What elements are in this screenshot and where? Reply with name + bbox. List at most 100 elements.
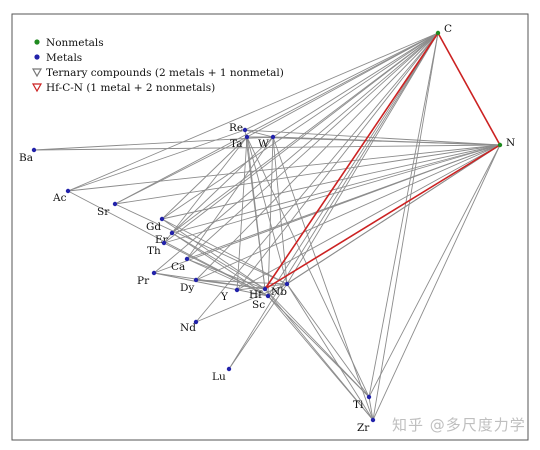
highlight-edges-layer	[264, 32, 501, 290]
edge-n-ti	[368, 144, 501, 398]
edge-pr-sc	[153, 272, 269, 297]
edge-ca-sc	[186, 258, 269, 297]
node-hf	[262, 286, 268, 292]
node-n	[497, 142, 503, 148]
edge-n-nb	[286, 144, 501, 285]
node-ac	[65, 188, 71, 194]
node-th	[161, 240, 167, 246]
legend-dot-0	[34, 39, 40, 45]
node-label-hf: Hf	[249, 289, 263, 301]
node-label-y: Y	[220, 291, 229, 303]
legend-label-3: Hf-C-N (1 metal + 2 nonmetals)	[46, 82, 215, 94]
legend-dot-1	[34, 54, 40, 60]
edge-c-ti	[368, 32, 439, 398]
node-nd	[193, 319, 199, 325]
hf-c-n-edge-hf-c	[264, 32, 439, 290]
node-label-sr: Sr	[97, 206, 110, 218]
edge-sc-ti	[267, 295, 370, 398]
legend-label-0: Nonmetals	[46, 37, 104, 49]
edge-c-dy	[195, 32, 439, 281]
node-label-pr: Pr	[137, 275, 150, 287]
edge-c-er	[171, 32, 439, 234]
edge-c-nb	[286, 32, 439, 285]
watermark-text: 知乎 @多尺度力学	[392, 416, 526, 434]
node-label-dy: Dy	[180, 282, 194, 294]
edge-gd-ta	[161, 136, 248, 220]
node-ba	[31, 147, 37, 153]
edge-er-n	[171, 144, 501, 234]
edge-c-pr	[153, 32, 439, 274]
edge-c-sr	[114, 32, 439, 205]
node-label-nd: Nd	[180, 322, 196, 334]
edge-er-sc	[171, 232, 269, 297]
node-label-ca: Ca	[171, 261, 185, 273]
node-label-w: W	[258, 138, 269, 150]
edge-n-pr	[153, 144, 501, 274]
node-c	[435, 30, 441, 36]
node-label-lu: Lu	[212, 371, 226, 383]
node-y	[234, 287, 240, 293]
edge-ti-zr	[368, 396, 374, 421]
edge-hf-ti	[264, 288, 370, 398]
edge-sc-w	[267, 136, 274, 297]
edge-c-th	[163, 32, 439, 244]
node-sr	[112, 201, 118, 207]
edge-ac-c	[67, 32, 439, 192]
node-label-re: Re	[229, 122, 243, 134]
node-lu	[226, 366, 232, 372]
node-label-ba: Ba	[19, 152, 33, 164]
node-label-ti: Ti	[353, 399, 364, 411]
edge-c-sc	[267, 32, 439, 297]
edge-ac-sc	[67, 190, 269, 297]
node-label-ta: Ta	[230, 138, 242, 150]
node-label-n: N	[506, 137, 515, 149]
edge-c-w	[272, 32, 439, 138]
hf-c-n-edge-c-n	[437, 32, 501, 146]
legend-triangle-2	[31, 68, 43, 78]
legend-label-1: Metals	[46, 52, 82, 64]
node-nb	[284, 281, 290, 287]
edge-c-lu	[228, 32, 439, 370]
node-ta	[244, 134, 250, 140]
edge-nb-ti	[286, 283, 370, 398]
edge-sc-zr	[267, 295, 374, 421]
hf-c-n-edge-n-hf	[264, 144, 501, 290]
node-label-c: C	[444, 23, 452, 35]
node-label-th: Th	[147, 245, 161, 257]
node-label-zr: Zr	[357, 422, 370, 434]
edge-c-zr	[372, 32, 439, 421]
edge-er-hf	[171, 232, 266, 290]
edge-nb-sr	[114, 203, 288, 285]
node-zr	[370, 417, 376, 423]
edge-nb-zr	[286, 283, 374, 421]
node-sc	[265, 293, 271, 299]
node-re	[242, 127, 248, 133]
edge-n-zr	[372, 144, 501, 421]
edge-dy-hf	[195, 279, 266, 290]
legend-label-2: Ternary compounds (2 metals + 1 nonmetal…	[46, 67, 284, 79]
edge-hf-ta	[246, 136, 266, 290]
edge-ba-w	[33, 136, 274, 151]
node-er	[169, 230, 175, 236]
edge-ba-n	[33, 144, 501, 151]
node-w	[270, 134, 276, 140]
node-gd	[159, 216, 165, 222]
edge-n-sr	[114, 144, 501, 205]
edge-dy-n	[195, 144, 501, 281]
edge-lu-nb	[228, 283, 288, 370]
edge-nb-ta	[246, 136, 288, 285]
edge-w-zr	[272, 136, 374, 421]
edge-re-w	[244, 129, 274, 138]
edge-ta-y	[236, 136, 248, 291]
node-dy	[193, 277, 199, 283]
node-label-nb: Nb	[271, 286, 287, 298]
edge-n-th	[163, 144, 501, 244]
edge-n-re	[244, 129, 501, 146]
edge-c-ca	[186, 32, 439, 260]
edge-c-re	[244, 32, 439, 131]
edge-c-gd	[161, 32, 439, 220]
node-label-sc: Sc	[252, 299, 265, 311]
